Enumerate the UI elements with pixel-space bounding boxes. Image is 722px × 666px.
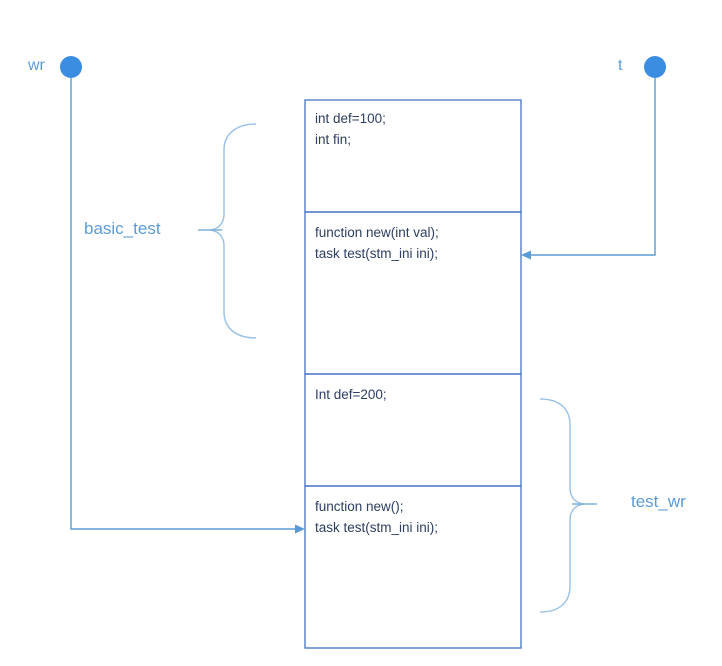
t-arrowhead <box>521 250 531 260</box>
wr-arrowhead <box>295 524 305 534</box>
block-basic-test-field-1: int def=100; <box>315 111 386 126</box>
basic-test-label: basic_test <box>84 219 161 238</box>
memory-block-test-wr-methods <box>304 485 522 649</box>
block-basic-test-field-2: int fin; <box>315 132 352 147</box>
basic-test-brace <box>209 123 257 339</box>
test-wr-brace <box>539 398 585 613</box>
t-pointer-line <box>530 78 656 256</box>
wr-handle-label: wr <box>28 57 45 74</box>
block-test-wr-field-1: Int def=200; <box>315 387 387 402</box>
t-handle-label: t <box>618 57 623 74</box>
t-handle-dot <box>644 56 666 78</box>
wr-handle-dot <box>60 56 82 78</box>
wr-pointer-line <box>70 78 296 530</box>
test-wr-label: test_wr <box>631 492 686 511</box>
block-basic-test-method-1: function new(int val); <box>315 225 439 240</box>
block-test-wr-method-1: function new(); <box>315 499 404 514</box>
block-test-wr-method-2: task test(stm_ini ini); <box>315 520 439 535</box>
block-basic-test-method-2: task test(stm_ini ini); <box>315 246 439 261</box>
